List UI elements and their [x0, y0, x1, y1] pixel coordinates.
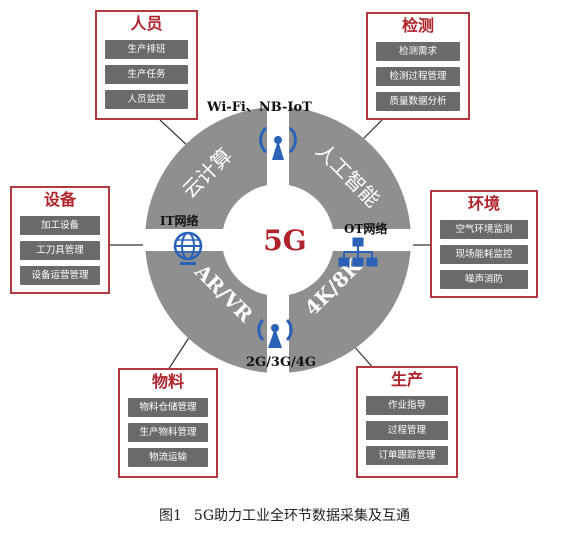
equipment-item: 工刀具管理 — [20, 241, 100, 260]
box-equipment: 设备 加工设备 工刀具管理 设备运营管理 — [10, 186, 110, 294]
figure-caption: 图1 5G助力工业全环节数据采集及互通 — [0, 505, 569, 525]
box-production: 生产 作业指导 过程管理 订单跟踪管理 — [356, 366, 458, 478]
it-network-label: IT网络 — [160, 214, 199, 228]
top-antenna-label: Wi-Fi、NB-IoT — [207, 100, 312, 115]
center-5g: 5G — [263, 224, 306, 257]
inner-circle — [222, 184, 334, 296]
box-environment: 环境 空气环境监测 现场能耗监控 噪声消防 — [430, 190, 538, 298]
production-item: 作业指导 — [366, 396, 448, 415]
box-personnel: 人员 生产排班 生产任务 人员监控 — [95, 10, 198, 120]
connector-materials — [167, 335, 191, 371]
box-inspection-title: 检测 — [401, 16, 434, 35]
box-environment-title: 环境 — [467, 194, 500, 213]
environment-item: 噪声消防 — [440, 270, 528, 289]
antenna-bottom-icon — [257, 318, 293, 348]
box-personnel-title: 人员 — [130, 14, 163, 33]
network-icon — [338, 237, 378, 267]
globe-icon — [173, 231, 203, 265]
equipment-item: 设备运营管理 — [20, 266, 100, 285]
production-item: 订单跟踪管理 — [366, 446, 448, 465]
box-materials-title: 物料 — [151, 372, 184, 391]
figure-number: 图1 — [158, 508, 182, 524]
figure-title: 5G助力工业全环节数据采集及互通 — [193, 508, 410, 524]
materials-item: 生产物料管理 — [128, 423, 208, 442]
production-item: 过程管理 — [366, 421, 448, 440]
antenna-top-icon — [259, 126, 297, 160]
inspection-item: 质量数据分析 — [376, 92, 460, 111]
box-inspection: 检测 检测需求 检测过程管理 质量数据分析 — [366, 12, 470, 120]
box-materials: 物料 物料仓储管理 生产物料管理 物流运输 — [118, 368, 218, 478]
box-production-title: 生产 — [390, 370, 423, 389]
materials-item: 物料仓储管理 — [128, 398, 208, 417]
equipment-item: 加工设备 — [20, 216, 100, 235]
inspection-item: 检测需求 — [376, 42, 460, 61]
personnel-item: 生产排班 — [105, 40, 188, 59]
inspection-item: 检测过程管理 — [376, 67, 460, 86]
box-equipment-title: 设备 — [43, 190, 76, 209]
ot-network-label: OT网络 — [344, 222, 388, 236]
personnel-item: 人员监控 — [105, 90, 188, 109]
environment-item: 现场能耗监控 — [440, 245, 528, 264]
bottom-antenna-label: 2G/3G/4G — [246, 355, 316, 370]
personnel-item: 生产任务 — [105, 65, 188, 84]
environment-item: 空气环境监测 — [440, 220, 528, 239]
materials-item: 物流运输 — [128, 448, 208, 467]
